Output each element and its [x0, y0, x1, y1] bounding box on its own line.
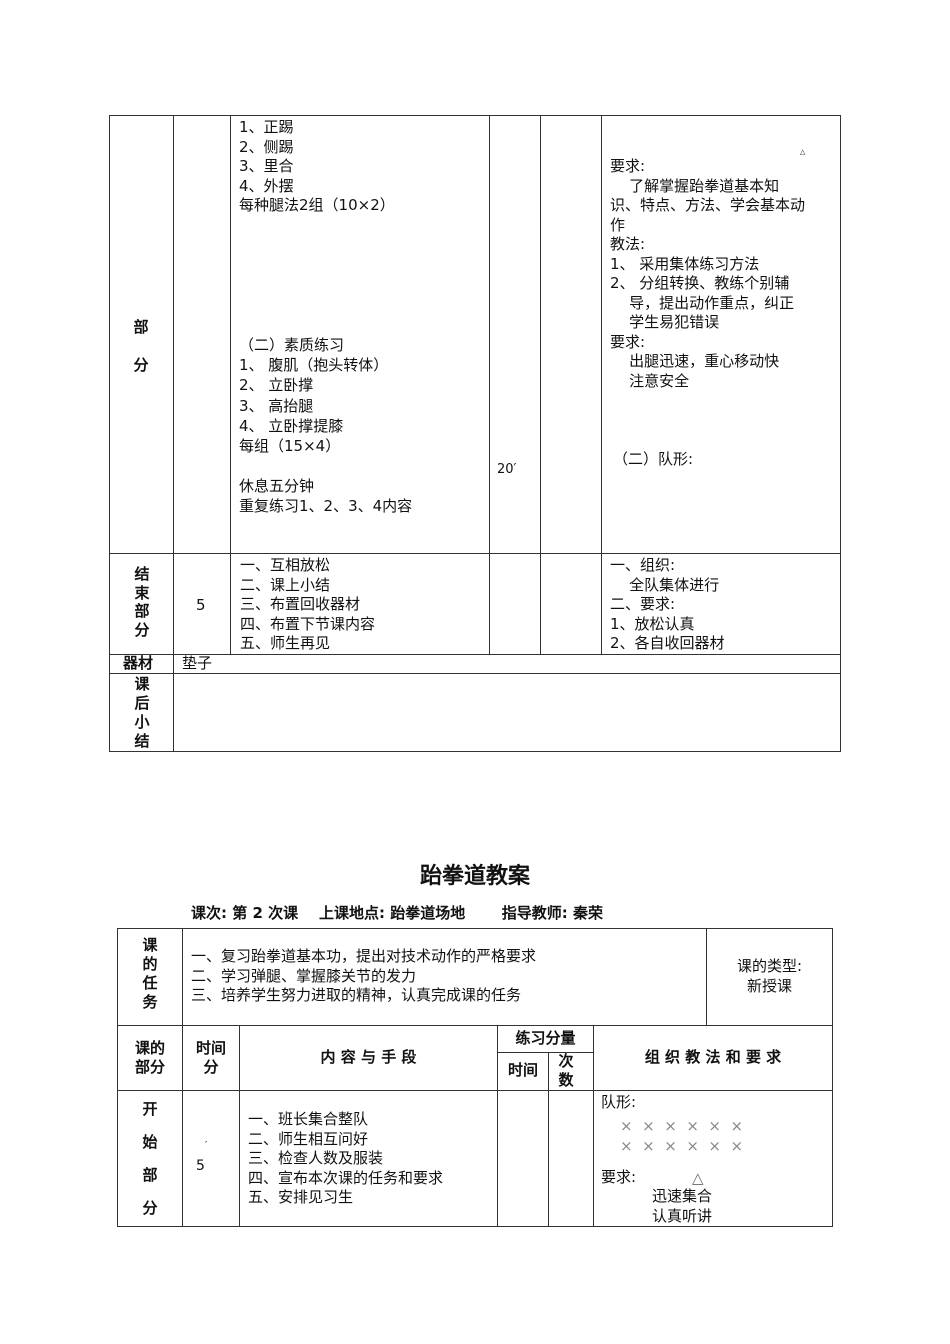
- list-item: 二、课上小结: [240, 575, 331, 594]
- lesson-meta: 课次: 第 2 次课 上课地点: 跆拳道场地 指导教师: 秦荣: [191, 904, 603, 922]
- list-item: 3、里合: [239, 157, 294, 176]
- list-item: 4、 立卧撑提膝: [239, 416, 344, 435]
- spacer: [239, 456, 412, 476]
- org-line: 学生易犯错误: [610, 313, 720, 331]
- equipment-value: 垫子: [182, 654, 213, 672]
- list-item: 四、布置下节课内容: [240, 614, 376, 633]
- org-line: 要求:: [610, 332, 646, 351]
- org-line: 1、放松认真: [610, 614, 695, 633]
- end-content: 一、互相放松 二、课上小结 三、布置回收器材 四、布置下节课内容 五、师生再见: [240, 556, 375, 654]
- formation-label: （二）队形:: [613, 450, 694, 468]
- start-content: 一、班长集合整队 二、师生相互问好 三、检查人数及服装 四、宣布本次课的任务和要…: [248, 1110, 443, 1208]
- org-line: 了解掌握跆拳道基本知: [610, 176, 780, 195]
- label-char: 部: [133, 318, 149, 336]
- header-content: 内 容 与 手 段: [320, 1048, 417, 1066]
- org-line: 2、各自收回器材: [610, 634, 725, 653]
- label-char: 分: [133, 356, 149, 374]
- header-practice: 练习分量: [515, 1029, 576, 1047]
- header-line: 时间: [195, 1039, 226, 1057]
- end-time: 5: [196, 596, 206, 614]
- header-line: 分: [203, 1058, 219, 1076]
- lesson-type: 课的类型: 新授课: [707, 957, 832, 996]
- after-class-summary-label: 课后小结: [134, 675, 150, 750]
- list-item: 二、师生相互问好: [248, 1129, 369, 1148]
- org-line: 注意安全: [610, 371, 690, 390]
- org-line: 1、 采用集体练习方法: [610, 254, 760, 273]
- list-item: 休息五分钟: [239, 477, 315, 496]
- org-line: 要求:: [610, 157, 646, 175]
- main-content-kicks: 1、正踢 2、侧踢 3、里合 4、外摆 每种腿法2组（10×2）: [239, 118, 395, 216]
- list-item: 三、培养学生努力进取的精神，认真完成课的任务: [191, 986, 522, 1004]
- org-line: 二、要求:: [610, 595, 676, 614]
- header-part: 课的 部分: [118, 1039, 182, 1077]
- list-item: 迅速集合: [652, 1187, 713, 1205]
- list-item: 1、正踢: [239, 118, 294, 136]
- org-line: 2、 分组转换、教练个别辅: [610, 274, 790, 292]
- formation-diagram: × × × × × × × × × × × ×: [620, 1116, 743, 1156]
- main-content-fitness: （二）素质练习 1、 腹肌（抱头转体） 2、 立卧撑 3、 高抬腿 4、 立卧撑…: [239, 335, 412, 517]
- list-item: 五、师生再见: [240, 634, 331, 653]
- section-label-end: 结束部分: [134, 565, 150, 639]
- lesson-task-label: 课的任务: [142, 936, 158, 1011]
- formation-row: × × × × × ×: [620, 1117, 744, 1135]
- org-line: 导，提出动作重点，纠正: [610, 293, 795, 312]
- start-time: 5: [196, 1158, 205, 1174]
- start-time-mark: ′: [205, 1140, 208, 1151]
- header-time: 时间 分: [183, 1039, 239, 1077]
- list-item: （二）素质练习: [239, 336, 345, 354]
- list-item: 五、安排见习生: [248, 1188, 354, 1207]
- after-class-summary-field[interactable]: [174, 674, 840, 751]
- list-item: 每种腿法2组（10×2）: [239, 196, 395, 215]
- list-item: 认真听讲: [652, 1206, 713, 1225]
- requirements-list: 迅速集合 认真听讲: [652, 1187, 712, 1226]
- lesson-tasks: 一、复习跆拳道基本功，提出对技术动作的严格要求 二、学习弹腿、掌握膝关节的发力 …: [191, 947, 536, 1006]
- list-item: 2、侧踢: [239, 137, 294, 156]
- requirements-label: 要求:: [601, 1168, 637, 1186]
- list-item: 一、复习跆拳道基本功，提出对技术动作的严格要求: [191, 947, 537, 965]
- header-org: 组 织 教 法 和 要 求: [644, 1048, 782, 1066]
- list-item: 1、 腹肌（抱头转体）: [239, 356, 389, 375]
- list-item: 四、宣布本次课的任务和要求: [248, 1168, 444, 1187]
- list-item: 4、外摆: [239, 176, 294, 195]
- org-line: 作: [610, 215, 626, 234]
- list-item: 3、 高抬腿: [239, 396, 314, 415]
- end-org: 一、组织: 全队集体进行 二、要求: 1、放松认真 2、各自收回器材: [610, 556, 725, 654]
- list-item: 每组（15×4）: [239, 437, 341, 456]
- formation-label: 队形:: [601, 1093, 637, 1111]
- list-item: 三、检查人数及服装: [248, 1149, 384, 1168]
- header-practice-time: 时间: [507, 1061, 538, 1079]
- list-item: 一、互相放松: [240, 556, 331, 574]
- list-item: 重复练习1、2、3、4内容: [239, 497, 413, 516]
- main-org-text: 要求: 了解掌握跆拳道基本知 识、特点、方法、学会基本动 作 教法: 1、 采用…: [610, 157, 805, 391]
- lesson-type-label: 课的类型:: [736, 957, 803, 975]
- list-item: 一、班长集合整队: [248, 1110, 369, 1128]
- list-item: 2、 立卧撑: [239, 376, 314, 395]
- list-item: 二、学习弹腿、掌握膝关节的发力: [191, 966, 417, 985]
- org-line: 教法:: [610, 235, 646, 253]
- org-line: 全队集体进行: [610, 575, 720, 594]
- header-line: 课的: [134, 1039, 165, 1057]
- teacher-triangle-icon: △: [692, 1169, 704, 1187]
- header-line: 次: [558, 1052, 574, 1070]
- header-line: 数: [558, 1071, 574, 1089]
- list-item: 三、布置回收器材: [240, 595, 361, 614]
- formation-row: × × × × × ×: [620, 1137, 744, 1155]
- org-line: 一、组织:: [610, 556, 676, 574]
- page-title: 跆拳道教案: [419, 864, 530, 889]
- main-time: 20′: [497, 462, 517, 477]
- equipment-label: 器材: [123, 654, 154, 672]
- header-practice-count: 次 数: [549, 1052, 583, 1090]
- triangle-marker-icon: △: [800, 148, 806, 156]
- header-line: 部分: [134, 1058, 165, 1076]
- org-line: 识、特点、方法、学会基本动: [610, 196, 806, 214]
- lesson-type-value: 新授课: [746, 976, 792, 995]
- section-label-start: 开始部分: [142, 1100, 158, 1217]
- org-line: 出腿迅速，重心移动快: [610, 352, 780, 370]
